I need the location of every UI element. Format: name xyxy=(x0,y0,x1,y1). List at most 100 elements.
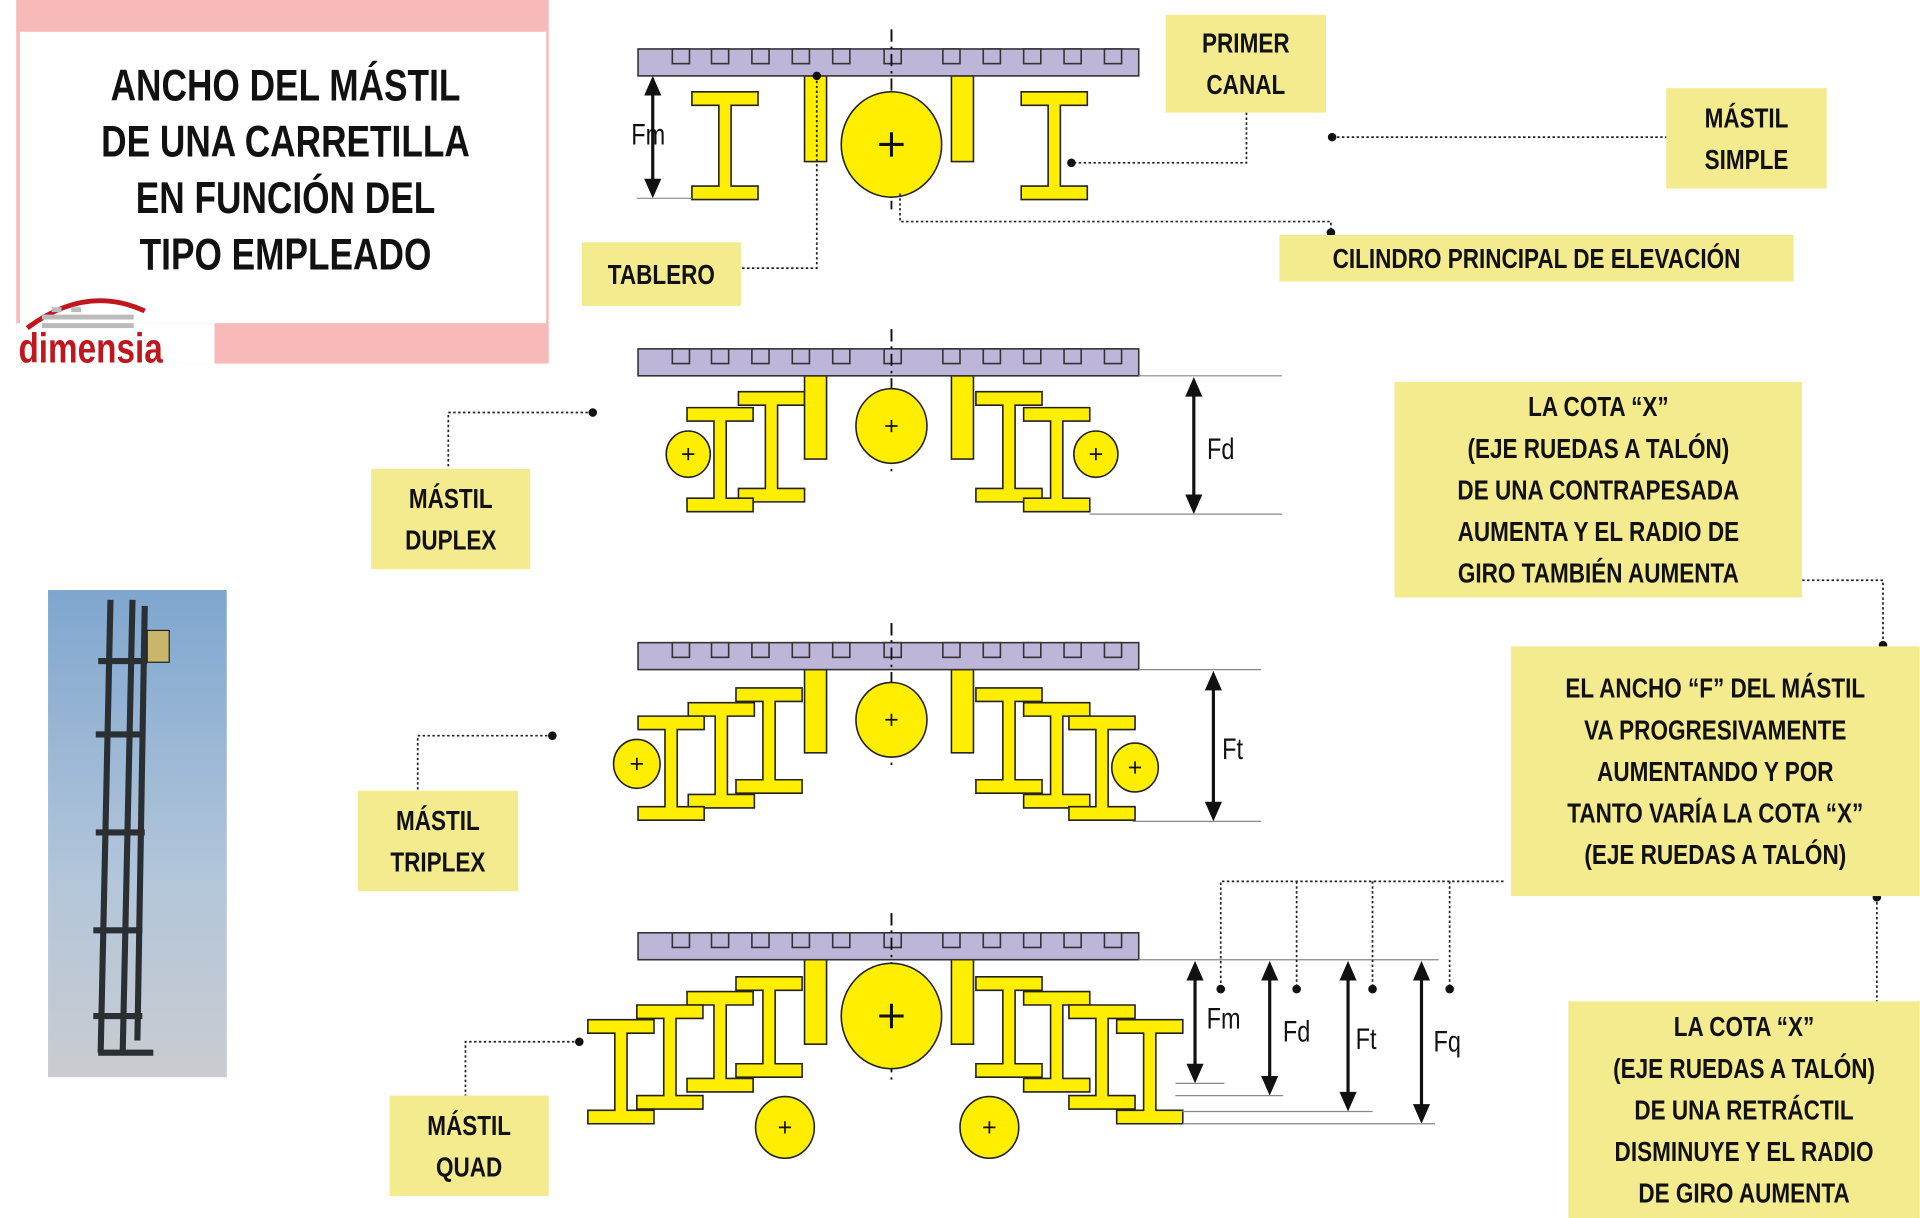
board-slot xyxy=(883,348,903,365)
board-slot xyxy=(791,641,811,659)
dim-ft-quad: Ft xyxy=(1356,1023,1377,1056)
mast-quad-diagram xyxy=(587,913,1184,1160)
mast-channel xyxy=(1068,715,1136,821)
cota-retractil-note: LA COTA “X”(EJE RUEDAS A TALÓN)DE UNA RE… xyxy=(1568,1001,1920,1218)
board-slot xyxy=(1022,348,1042,365)
label-line: PRIMER xyxy=(1202,28,1290,59)
board-slot xyxy=(671,348,691,365)
board-slot xyxy=(982,931,1002,949)
label-line: (EJE RUEDAS A TALÓN) xyxy=(1613,1051,1875,1084)
dimension-arrows xyxy=(636,75,1439,1125)
board-slot xyxy=(831,931,851,949)
dimensia-logo: dimensia xyxy=(18,298,164,371)
label-background xyxy=(1510,646,1920,897)
center-mark-icon xyxy=(983,1121,996,1134)
label-line: DISMINUYE Y EL RADIO xyxy=(1615,1137,1874,1168)
board-slot xyxy=(1103,931,1123,949)
center-mark-icon xyxy=(879,132,904,157)
dim-ft-triplex: Ft xyxy=(1222,732,1243,765)
dim-fm-simple: Fm xyxy=(631,118,665,151)
title-line-2: DE UNA CARRETILLA xyxy=(101,118,470,167)
board-slot xyxy=(942,641,961,659)
tablero-label: TABLERO xyxy=(581,242,741,307)
label-line: TANTO VARÍA LA COTA “X” xyxy=(1567,797,1863,829)
board-slot xyxy=(710,348,730,365)
label-line: DE UNA CONTRAPESADA xyxy=(1457,475,1739,506)
board-slot xyxy=(710,931,730,949)
center-mark-icon xyxy=(778,1121,792,1134)
board-slot xyxy=(942,931,961,949)
mast-channel xyxy=(637,715,705,821)
board-slot xyxy=(982,641,1002,659)
label-line: MÁSTIL xyxy=(1705,102,1789,134)
label-line: CILINDRO PRINCIPAL DE ELEVACIÓN xyxy=(1333,242,1741,275)
primer-canal-plate xyxy=(950,375,975,460)
label-line: MÁSTIL xyxy=(396,805,480,837)
board-slot xyxy=(710,641,730,659)
label-line: LA COTA “X” xyxy=(1528,392,1668,423)
board-slot xyxy=(1103,641,1123,659)
primer-canal-label: PRIMER CANAL xyxy=(1165,14,1327,113)
label-background xyxy=(371,468,531,570)
primer-canal-plate xyxy=(803,375,828,460)
mast-simple-diagram xyxy=(637,29,1140,210)
label-background xyxy=(389,1095,549,1196)
label-line: (EJE RUEDAS A TALÓN) xyxy=(1467,431,1729,464)
leader-lines xyxy=(416,71,1888,1096)
mast-channel xyxy=(1022,406,1091,513)
board-slot xyxy=(982,348,1002,365)
label-background xyxy=(1394,381,1803,598)
board-slot xyxy=(883,641,903,659)
center-mark-icon xyxy=(885,713,898,726)
mast-duplex-diagram xyxy=(637,329,1140,513)
arrowhead-icon xyxy=(1412,960,1431,1124)
board-slot xyxy=(883,48,903,65)
label-line: CANAL xyxy=(1206,70,1285,101)
label-line: DUPLEX xyxy=(405,525,496,556)
board-slot xyxy=(751,641,770,659)
board-slot xyxy=(671,931,691,949)
mast-channel xyxy=(735,687,803,795)
cilindro-label: CILINDRO PRINCIPAL DE ELEVACIÓN xyxy=(1279,235,1794,282)
title-line-1: ANCHO DEL MÁSTIL xyxy=(111,61,461,111)
board-slot xyxy=(791,348,811,365)
board-slot xyxy=(831,48,851,65)
center-mark-icon xyxy=(879,1003,904,1029)
label-line: EL ANCHO “F” DEL MÁSTIL xyxy=(1565,672,1865,704)
label-line: AUMENTANDO Y POR xyxy=(1597,757,1833,788)
board-slot xyxy=(1063,931,1082,949)
primer-canal-plate xyxy=(803,958,828,1045)
board-slot xyxy=(671,641,691,659)
mast-channel xyxy=(687,701,756,809)
mast-channel xyxy=(1068,1004,1136,1110)
mast-channel xyxy=(975,687,1043,795)
label-line: QUAD xyxy=(436,1152,502,1183)
label-line: TABLERO xyxy=(608,260,715,291)
label-line: DE GIRO AUMENTA xyxy=(1638,1178,1849,1209)
primer-canal-plate xyxy=(803,75,828,163)
dim-fd-quad: Fd xyxy=(1283,1015,1310,1048)
title-line-3: EN FUNCIÓN DEL xyxy=(136,172,436,223)
primer-canal-plate xyxy=(950,75,975,163)
board-slot xyxy=(1103,48,1123,65)
label-line: GIRO TAMBIÉN AUMENTA xyxy=(1458,557,1739,589)
board-slot xyxy=(751,348,770,365)
label-line: MÁSTIL xyxy=(409,483,493,515)
label-background xyxy=(1568,1001,1920,1218)
board-slot xyxy=(710,48,730,65)
mast-channel xyxy=(691,91,759,201)
board-slot xyxy=(1103,348,1123,365)
center-mark-icon xyxy=(1089,448,1102,461)
label-line: DE UNA RETRÁCTIL xyxy=(1634,1094,1853,1126)
label-background xyxy=(1666,88,1827,189)
label-background xyxy=(581,242,741,307)
mastil-duplex-label: MÁSTIL DUPLEX xyxy=(371,468,531,570)
logo-text: dimensia xyxy=(18,325,163,371)
board-slot xyxy=(1022,48,1042,65)
label-line: AUMENTA Y EL RADIO DE xyxy=(1458,517,1739,548)
label-background xyxy=(357,790,519,892)
board-slot xyxy=(751,931,770,949)
